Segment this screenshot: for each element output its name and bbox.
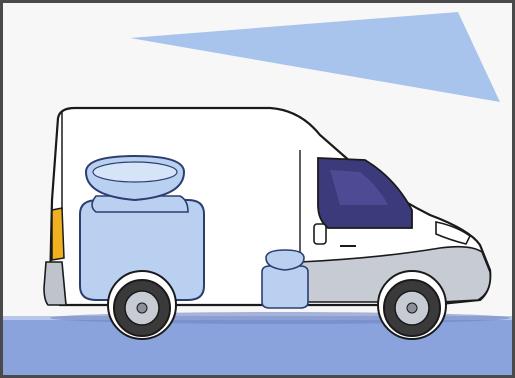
tail-light (52, 208, 64, 260)
small-weight-top (266, 250, 304, 270)
rear-wheel (108, 271, 176, 339)
rear-bumper (44, 262, 66, 305)
large-weight-top-face (93, 162, 177, 182)
front-wheel (378, 271, 446, 339)
small-weight-body (262, 266, 308, 308)
rear-hub-center (137, 303, 147, 313)
small-weight (262, 250, 308, 308)
side-mirror (314, 224, 326, 244)
front-hub-center (407, 303, 417, 313)
